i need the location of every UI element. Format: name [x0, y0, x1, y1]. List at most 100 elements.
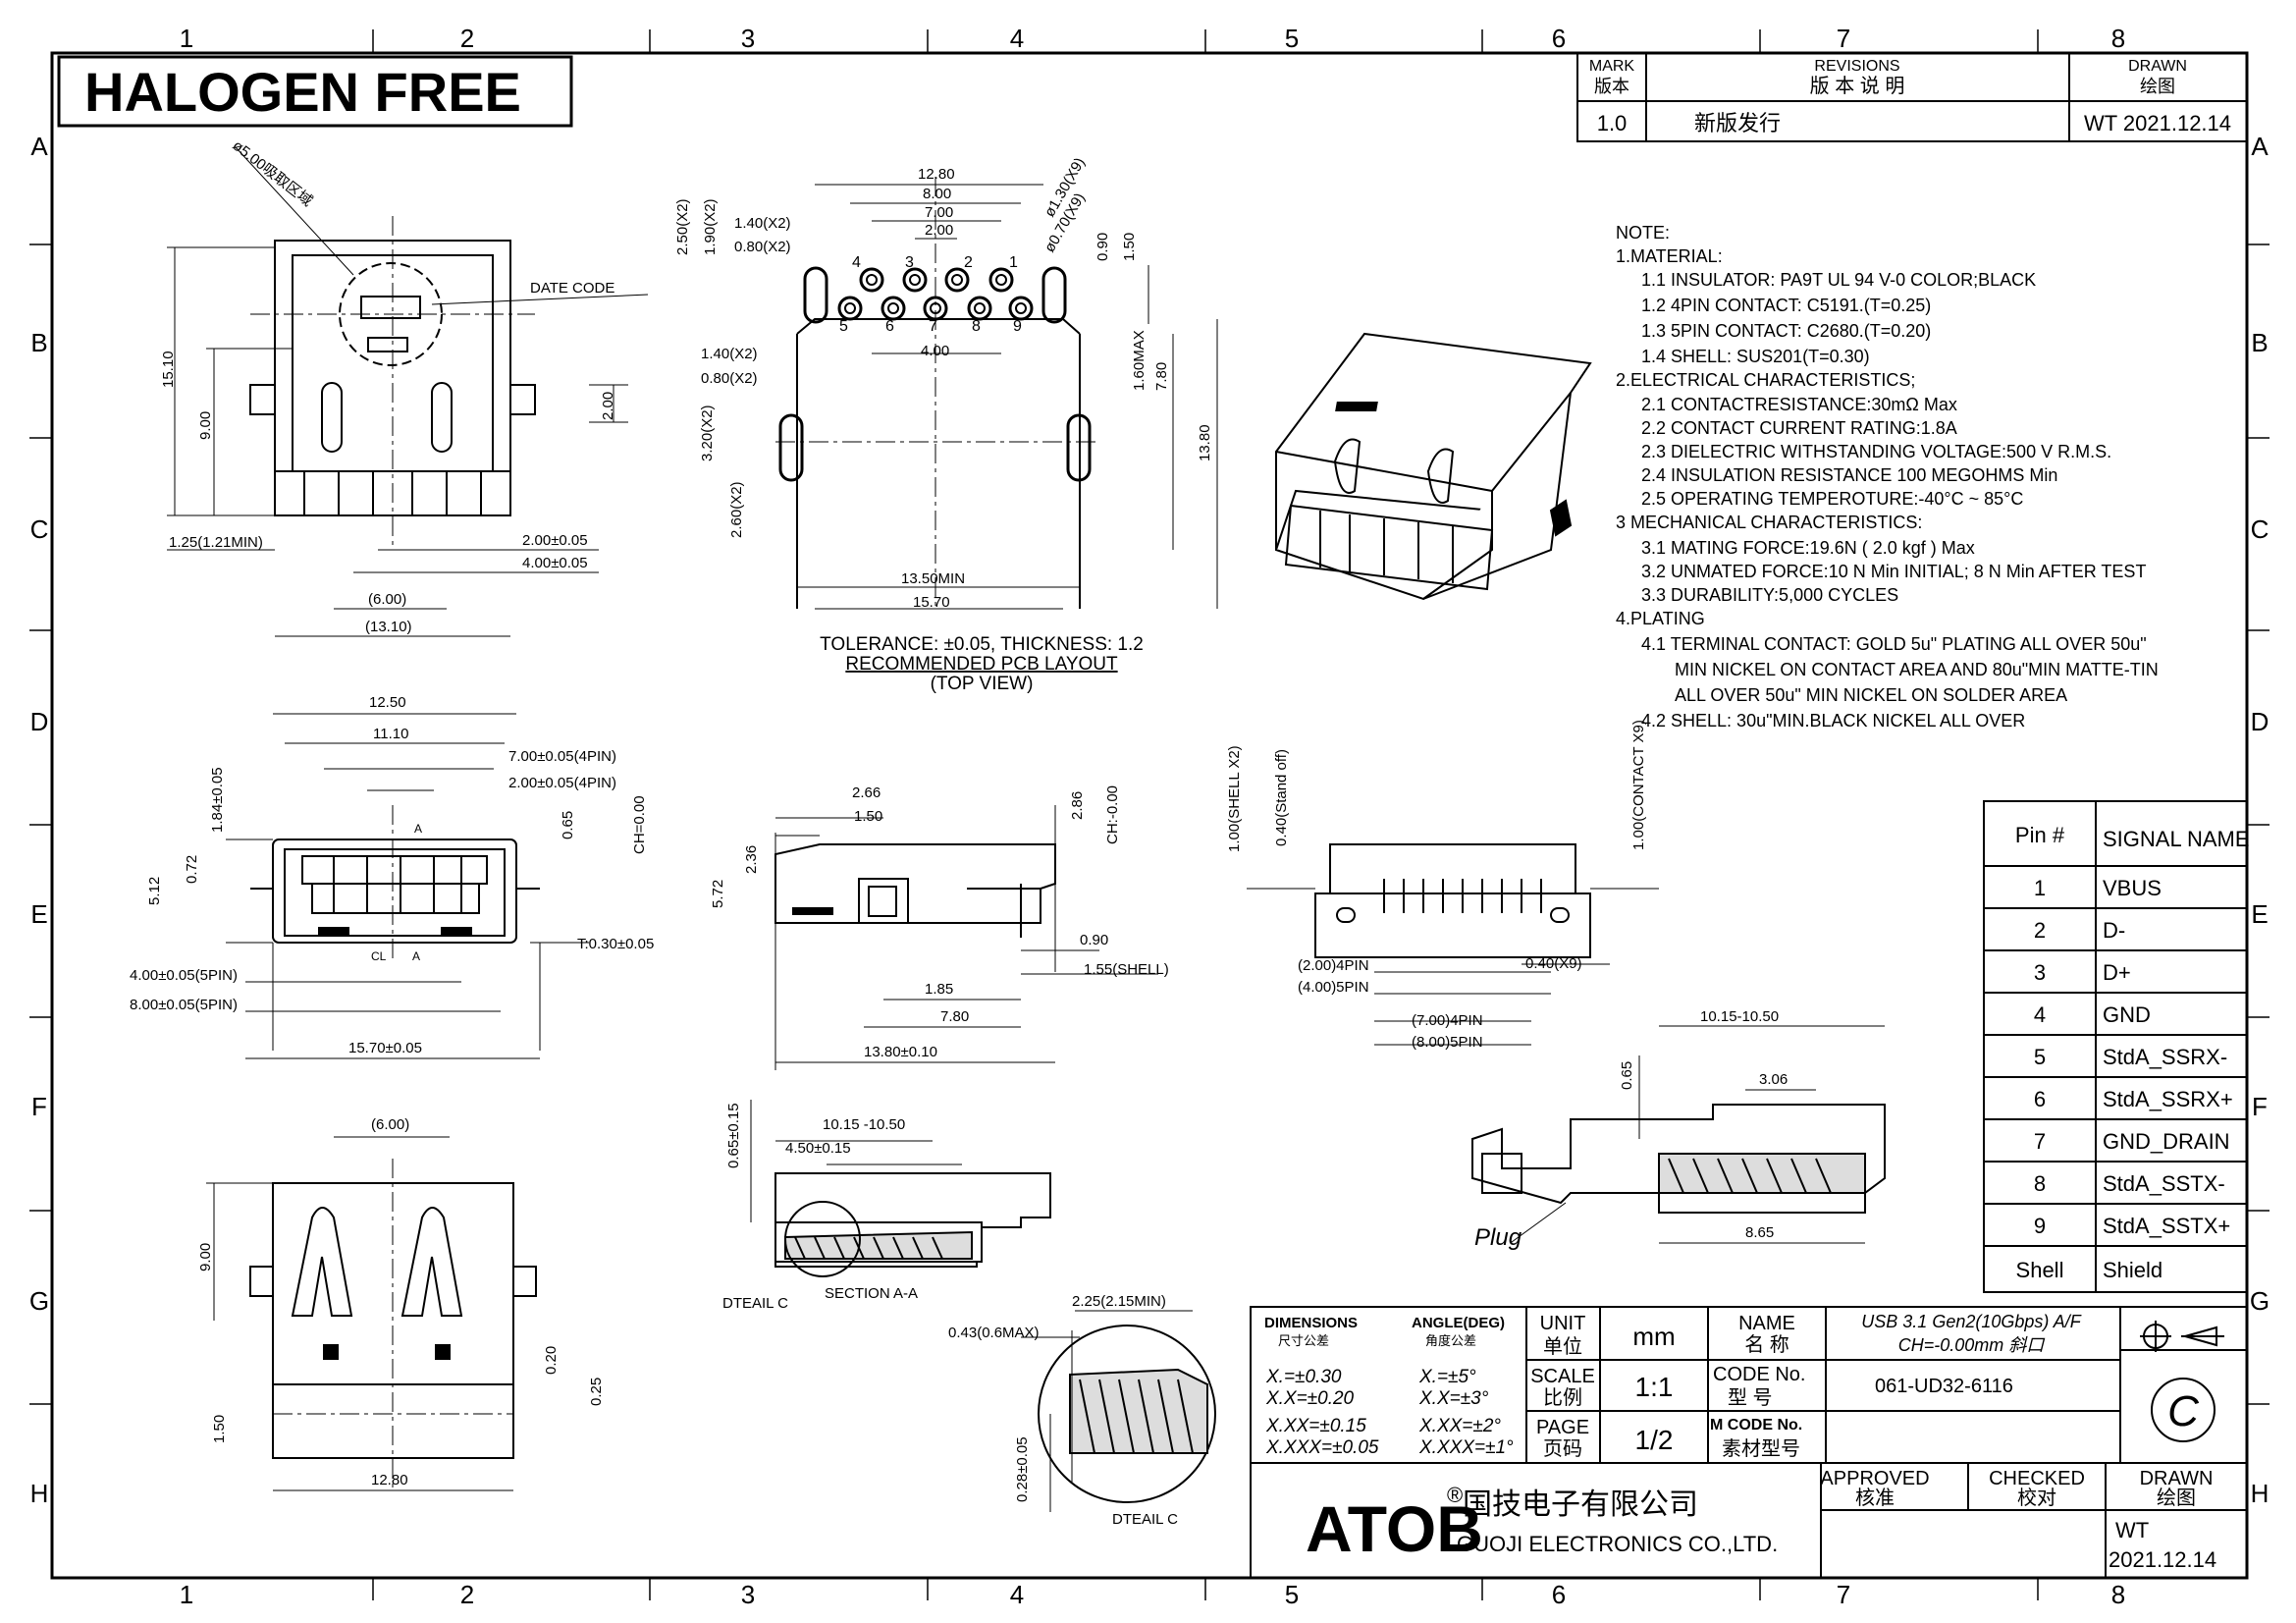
- detail-view: [1021, 1310, 1216, 1512]
- dim: 9.00: [197, 411, 214, 440]
- dim: 1.84±0.05: [209, 767, 226, 833]
- brand-registered: ®: [1447, 1483, 1463, 1507]
- angle-label-cn: 角度公差: [1425, 1333, 1476, 1348]
- rev-drawn-value: WT 2021.12.14: [2084, 111, 2231, 135]
- dim: 0.65: [560, 811, 576, 839]
- pin-signal: StdA_SSRX-: [2103, 1045, 2227, 1069]
- unit-value: mm: [1632, 1322, 1675, 1351]
- code-label-cn: 型 号: [1728, 1386, 1773, 1409]
- dim: 0.90: [1095, 233, 1111, 261]
- col-8: 8: [2111, 24, 2125, 53]
- dim: 0.80(X2): [701, 370, 758, 387]
- isometric-view: [1275, 332, 1592, 601]
- rev-drawn-label: DRAWN: [2128, 58, 2187, 75]
- pin-number: 4: [2034, 1002, 2046, 1027]
- dim: 1.55(SHELL): [1084, 961, 1169, 978]
- page-label: PAGE: [1536, 1417, 1589, 1438]
- row-g-right: G: [2250, 1286, 2269, 1316]
- dim: 4.00: [921, 343, 949, 359]
- pin-signal: GND_DRAIN: [2103, 1129, 2230, 1154]
- pin-number: 6: [2034, 1087, 2046, 1111]
- plug-view: [1471, 1025, 1886, 1244]
- dim: 0.65: [1619, 1061, 1635, 1090]
- note-line: 1.3 5PIN CONTACT: C2680.(T=0.20): [1641, 321, 1931, 341]
- rev-mark-label-cn: 版本: [1594, 77, 1629, 96]
- pin-table-grid: [1983, 800, 2248, 1293]
- row-c-right: C: [2251, 514, 2269, 544]
- drawn-label: DRAWN: [2140, 1468, 2214, 1489]
- pin-number: 2: [2034, 918, 2046, 943]
- pin-signal: StdA_SSTX-: [2103, 1171, 2225, 1196]
- tol-angle: X.=±5°: [1418, 1367, 1476, 1387]
- dim: 15.70: [913, 594, 950, 611]
- dim: 2.50(X2): [674, 198, 691, 255]
- row-e-right: E: [2251, 899, 2268, 929]
- pin-signal: StdA_SSRX+: [2103, 1087, 2233, 1111]
- note-line: 3.2 UNMATED FORCE:10 N Min INITIAL; 8 N …: [1641, 562, 2146, 581]
- angle-label: ANGLE(DEG): [1412, 1315, 1505, 1331]
- zone-markers: [29, 29, 2269, 1600]
- note-line: 1.1 INSULATOR: PA9T UL 94 V-0 COLOR;BLAC…: [1641, 270, 2036, 290]
- copyright-icon: [2151, 1378, 2216, 1442]
- section-mark: A: [412, 949, 420, 963]
- dim: 7.00: [925, 204, 953, 221]
- row-a-right: A: [2251, 132, 2269, 161]
- col-5: 5: [1285, 24, 1299, 53]
- col-5-bottom: 5: [1285, 1580, 1299, 1609]
- col-2-bottom: 2: [460, 1580, 474, 1609]
- tol-angle: X.X=±3°: [1418, 1388, 1489, 1409]
- pin-callout: 9: [1013, 318, 1022, 335]
- halogen-free-label: HALOGEN FREE: [84, 61, 521, 123]
- dim: 7.80: [940, 1008, 969, 1025]
- pin-callout: 1: [1009, 254, 1018, 271]
- dim: 1.50: [1121, 233, 1138, 261]
- note-line: 1.MATERIAL:: [1616, 246, 1723, 266]
- pin-signal: D+: [2103, 960, 2131, 985]
- scale-label: SCALE: [1530, 1366, 1595, 1387]
- col-6: 6: [1552, 24, 1566, 53]
- dim: 2.00: [600, 392, 616, 420]
- dim: 0.90: [1080, 932, 1108, 948]
- note-line: 2.3 DIELECTRIC WITHSTANDING VOLTAGE:500 …: [1641, 442, 2111, 461]
- pin-signal: D-: [2103, 918, 2125, 943]
- dim: 7.80: [1153, 362, 1170, 391]
- dim: 12.80: [918, 166, 955, 183]
- back-view: [1247, 843, 1659, 1046]
- dim: ø5.00吸取区域: [230, 137, 316, 210]
- col-2: 2: [460, 24, 474, 53]
- pin-signal: StdA_SSTX+: [2103, 1214, 2230, 1238]
- unit-label-cn: 单位: [1543, 1335, 1582, 1358]
- detail-c-caption: DTEAIL C: [1112, 1511, 1178, 1528]
- col-6-bottom: 6: [1552, 1580, 1566, 1609]
- side-view: [774, 805, 1158, 1070]
- dim: 12.80: [371, 1472, 408, 1488]
- dim: (6.00): [371, 1116, 409, 1133]
- dim: 1.40(X2): [734, 215, 791, 232]
- note-line: 1.4 SHELL: SUS201(T=0.30): [1641, 347, 1870, 366]
- row-e: E: [30, 899, 47, 929]
- note-line: MIN NICKEL ON CONTACT AREA AND 80u"MIN M…: [1675, 660, 2159, 679]
- row-f-right: F: [2252, 1092, 2268, 1121]
- dim: 2.00±0.05: [522, 532, 588, 549]
- dim: 13.80±0.10: [864, 1044, 937, 1060]
- pin-signal: Shield: [2103, 1258, 2163, 1282]
- row-a: A: [30, 132, 48, 161]
- dim: 2.66: [852, 784, 881, 801]
- note-line: 2.4 INSULATION RESISTANCE 100 MEGOHMS Mi…: [1641, 465, 2057, 485]
- dim: 1.90(X2): [702, 198, 719, 255]
- dim: 15.10: [160, 351, 177, 388]
- pin-header: Pin #: [2015, 823, 2065, 847]
- dim: 2.25(2.15MIN): [1072, 1293, 1166, 1310]
- dim: 5.12: [146, 877, 163, 905]
- dim: 5.72: [710, 880, 726, 908]
- col-7: 7: [1837, 24, 1850, 53]
- note-line: 3.3 DURABILITY:5,000 CYCLES: [1641, 585, 1898, 605]
- section-view: [750, 1100, 1051, 1277]
- dim: 7.00±0.05(4PIN): [508, 748, 616, 765]
- col-1: 1: [180, 24, 193, 53]
- col-3-bottom: 3: [741, 1580, 755, 1609]
- dim: 8.00±0.05(5PIN): [130, 997, 238, 1013]
- mcode-label-cn: 素材型号: [1722, 1437, 1800, 1460]
- row-d-right: D: [2251, 707, 2269, 736]
